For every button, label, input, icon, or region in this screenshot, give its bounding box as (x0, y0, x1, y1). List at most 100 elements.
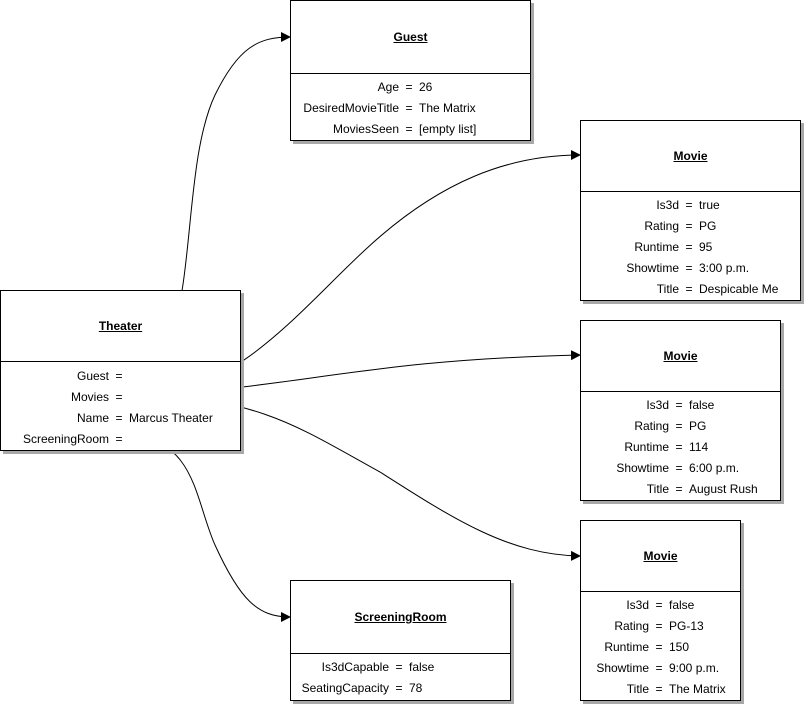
attr-equals: = (675, 418, 683, 433)
screening-room-attr-is3dcapable: Is3dCapable = false (291, 656, 510, 677)
attr-key: Title (656, 281, 679, 296)
attr-value: August Rush (689, 481, 758, 496)
attr-key: Rating (614, 618, 649, 633)
attr-key: Age (377, 79, 399, 94)
movie-title: Movie (581, 521, 740, 592)
attr-equals: = (675, 481, 683, 496)
attr-key: Guest (76, 368, 109, 383)
attr-key: Name (76, 410, 109, 425)
attr-value: The Matrix (419, 100, 476, 115)
attr-equals: = (685, 239, 693, 254)
screening-room-title: ScreeningRoom (291, 581, 510, 654)
attr-value: [empty list] (419, 121, 477, 136)
attr-equals: = (685, 197, 693, 212)
attr-equals: = (655, 597, 663, 612)
attr-key: Movies (70, 389, 109, 404)
attr-value: false (689, 397, 715, 412)
attr-equals: = (685, 218, 693, 233)
attr-equals: = (395, 659, 403, 674)
screening-room-attr-seatingcapacity: SeatingCapacity = 78 (291, 677, 510, 698)
attr-equals: = (405, 79, 413, 94)
movie-attr-runtime: Runtime = 114 (581, 436, 780, 457)
attr-value: 3:00 p.m. (699, 260, 750, 275)
attr-value: 78 (409, 680, 423, 695)
attr-equals: = (655, 681, 663, 696)
attr-value: 114 (689, 439, 709, 454)
theater-attr-screeningroom: ScreeningRoom = (1, 428, 240, 449)
movie-attr-runtime: Runtime = 150 (581, 636, 740, 657)
attr-value: PG-13 (669, 618, 704, 633)
movie-attr-runtime: Runtime = 95 (581, 236, 800, 257)
attr-value: The Matrix (669, 681, 726, 696)
attr-value: false (409, 659, 435, 674)
attr-key: Runtime (624, 439, 669, 454)
attr-key: Showtime (616, 460, 669, 475)
attr-equals: = (655, 639, 663, 654)
movie-attr-title: Title = Despicable Me (581, 278, 800, 299)
attr-equals: = (675, 439, 683, 454)
theater-object[interactable]: Theater Guest = Movies = Name = Marcus T… (0, 290, 241, 451)
attr-key: DesiredMovieTitle (303, 100, 399, 115)
theater-attr-guest: Guest = (1, 365, 240, 386)
attr-equals: = (685, 260, 693, 275)
movie-title: Movie (581, 321, 780, 392)
attr-key: Is3d (656, 197, 679, 212)
movie-attr-showtime: Showtime = 9:00 p.m. (581, 657, 740, 678)
attr-key: Is3d (626, 597, 649, 612)
attr-value: 6:00 p.m. (689, 460, 740, 475)
guest-title: Guest (291, 1, 530, 74)
movie-object-2[interactable]: Movie Is3d = false Rating = PG Runtime =… (580, 320, 781, 501)
attr-key: Title (646, 481, 669, 496)
movie-object-1[interactable]: Movie Is3d = true Rating = PG Runtime = … (580, 120, 801, 301)
movie-attr-title: Title = August Rush (581, 478, 780, 499)
attr-value: PG (689, 418, 707, 433)
movie-attr-rating: Rating = PG (581, 215, 800, 236)
movie-attr-showtime: Showtime = 3:00 p.m. (581, 257, 800, 278)
movie-object-3[interactable]: Movie Is3d = false Rating = PG-13 Runtim… (580, 520, 741, 701)
attr-value: true (699, 197, 720, 212)
attr-equals: = (115, 368, 123, 383)
attr-equals: = (675, 397, 683, 412)
attr-value: 95 (699, 239, 713, 254)
guest-attr-desiredmovietitle: DesiredMovieTitle = The Matrix (291, 97, 530, 118)
guest-attr-moviesseen: MoviesSeen = [empty list] (291, 118, 530, 139)
attr-key: ScreeningRoom (22, 431, 109, 446)
attr-key: Showtime (626, 260, 679, 275)
attr-key: Is3d (646, 397, 669, 412)
guest-object[interactable]: Guest Age = 26 DesiredMovieTitle = The M… (290, 0, 531, 141)
attr-key: SeatingCapacity (301, 680, 389, 695)
attr-value: Despicable Me (699, 281, 779, 296)
attr-equals: = (675, 460, 683, 475)
attr-equals: = (685, 281, 693, 296)
attr-key: Title (626, 681, 649, 696)
attr-key: MoviesSeen (332, 121, 399, 136)
attr-value: 150 (669, 639, 690, 654)
attr-key: Is3dCapable (321, 659, 389, 674)
attr-value: Marcus Theater (129, 410, 213, 425)
attr-value: 9:00 p.m. (669, 660, 720, 675)
arrow-screening-room (127, 436, 291, 622)
movie-title: Movie (581, 121, 800, 192)
movie-attr-is3d: Is3d = false (581, 394, 780, 415)
attr-equals: = (655, 618, 663, 633)
movie-attr-showtime: Showtime = 6:00 p.m. (581, 457, 780, 478)
attr-equals: = (115, 431, 123, 446)
attr-key: Runtime (604, 639, 649, 654)
attr-value: 26 (419, 79, 433, 94)
movie-attr-rating: Rating = PG (581, 415, 780, 436)
attr-equals: = (395, 680, 403, 695)
movie-attr-is3d: Is3d = false (581, 594, 740, 615)
screening-room-object[interactable]: ScreeningRoom Is3dCapable = false Seatin… (290, 580, 511, 701)
attr-key: Showtime (596, 660, 649, 675)
attr-value: false (669, 597, 695, 612)
theater-attr-movies: Movies = (1, 386, 240, 407)
attr-key: Runtime (634, 239, 679, 254)
attr-key: Rating (644, 218, 679, 233)
guest-attr-age: Age = 26 (291, 76, 530, 97)
movie-attr-title: Title = The Matrix (581, 678, 740, 699)
theater-attr-name: Name = Marcus Theater (1, 407, 240, 428)
movie-attr-rating: Rating = PG-13 (581, 615, 740, 636)
attr-equals: = (115, 389, 123, 404)
movie-attr-is3d: Is3d = true (581, 194, 800, 215)
attr-equals: = (115, 410, 123, 425)
